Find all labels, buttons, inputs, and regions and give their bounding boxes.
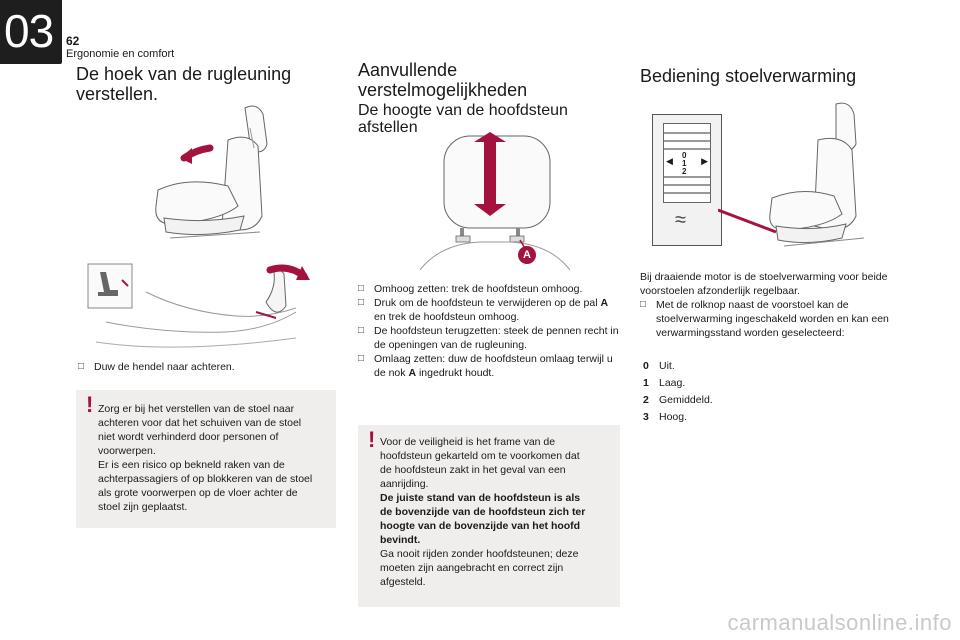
- list-item: 2 Gemiddeld.: [643, 392, 843, 409]
- seat-recline-illustration: [155, 105, 268, 239]
- level-label: Uit.: [659, 360, 675, 372]
- warning-line: Ga nooit rijden zonder hoofdsteunen; dez…: [380, 548, 579, 560]
- list-item: □ Druk om de hoofdsteun te verwijderen o…: [358, 296, 620, 324]
- level-number: 2: [643, 394, 649, 406]
- callout-a-badge: A: [518, 246, 536, 264]
- bullet-text-before: Omlaag zetten: duw de hoofdsteun omlaag …: [374, 353, 613, 379]
- dial-number: 1: [682, 159, 687, 168]
- warning-line-bold: hoogte van de bovenzijde van het hoofd: [380, 520, 581, 532]
- level-number: 1: [643, 377, 649, 389]
- heated-seat-illustration: [718, 102, 865, 247]
- heating-dial: 0 1 2 ◀ ▶: [663, 123, 711, 203]
- warning-line: stoel zijn geplaatst.: [98, 501, 188, 513]
- warning-icon: !: [368, 427, 376, 452]
- recline-warning-box: ! Zorg er bij het verstellen van de stoe…: [76, 390, 336, 528]
- seat-heating-icon: ≈: [675, 209, 686, 231]
- warning-line: voorwerpen.: [98, 445, 156, 457]
- watermark: carmanualsonline.info: [727, 610, 952, 635]
- seat-heating-heading: Bediening stoelverwarming: [640, 66, 857, 86]
- warning-line: niet wordt verhinderd door personen of: [98, 431, 279, 443]
- bullet-text-after: en trek de hoofdsteun omhoog.: [374, 311, 520, 323]
- list-item: □ De hoofdsteun terugzetten: steek de pe…: [358, 324, 620, 352]
- level-number: 0: [643, 360, 649, 372]
- warning-line-bold: De juiste stand van de hoofdsteun is als: [380, 492, 581, 504]
- bullet-marker: □: [640, 299, 647, 310]
- bullet-marker: □: [358, 353, 365, 364]
- bullet-bold: A: [600, 297, 609, 309]
- bullet-text: Omhoog zetten: trek de hoofdsteun omhoog…: [374, 283, 583, 295]
- list-item: 0 Uit.: [643, 358, 843, 375]
- recline-bullet-text: Duw de hendel naar achteren.: [94, 361, 235, 373]
- warning-line: Voor de veiligheid is het frame van de: [380, 436, 556, 448]
- bullet-text: Omlaag zetten: duw de hoofdsteun omlaag …: [374, 352, 620, 380]
- level-number: 3: [643, 411, 649, 423]
- headrest-heading: De hoogte van de hoofdsteun afstellen: [358, 102, 568, 136]
- recline-heading: De hoek van de rugleuning verstellen.: [76, 64, 292, 104]
- bullet-bold: A: [408, 367, 417, 379]
- headrest-warning-box: ! Voor de veiligheid is het frame van de…: [358, 425, 620, 607]
- extra-adjustments-heading: Aanvullende verstelmogelijkheden: [358, 60, 528, 100]
- warning-line: Zorg er bij het verstellen van de stoel …: [98, 403, 295, 415]
- list-item: 3 Hoog.: [643, 409, 843, 426]
- page-number: 62: [66, 34, 80, 48]
- warning-icon: !: [86, 392, 94, 417]
- level-label: Laag.: [659, 377, 686, 389]
- bullet-text: Druk om de hoofdsteun te verwijderen op …: [374, 296, 620, 324]
- list-item: □ Omhoog zetten: trek de hoofdsteun omho…: [358, 282, 620, 296]
- arrow-left-icon: ◀: [666, 156, 673, 166]
- warning-line: achteren voor dat het schuiven van de st…: [98, 417, 302, 429]
- chapter-title: Ergonomie en comfort: [66, 48, 175, 60]
- warning-line: aanrijding.: [380, 478, 429, 490]
- bullet-text-before: Druk om de hoofdsteun te verwijderen op …: [374, 297, 598, 309]
- bullet-marker: □: [78, 361, 85, 372]
- seat-heating-bullet: □ Met de rolknop naast de voorstoel kan …: [640, 298, 910, 340]
- bullet-marker: □: [358, 297, 365, 308]
- dial-number: 0: [682, 151, 687, 160]
- lever-illustration: [87, 263, 310, 348]
- bullet-text-after: ingedrukt houdt.: [416, 367, 495, 379]
- warning-line: Er is een risico op bekneld raken van de: [98, 459, 285, 471]
- heating-dial-panel: 0 1 2 ◀ ▶ ≈: [652, 114, 722, 246]
- warning-line: moeten zijn aangebracht en correct zijn: [380, 562, 564, 574]
- warning-line: achterpassagiers of op blokkeren van de …: [98, 473, 313, 485]
- level-label: Gemiddeld.: [659, 394, 713, 406]
- seat-heating-intro: Bij draaiende motor is de stoelverwarmin…: [640, 271, 888, 297]
- headrest-illustration: [420, 132, 570, 271]
- recline-bullet: □ Duw de hendel naar achteren.: [78, 360, 328, 374]
- heating-level-list: 0 Uit. 1 Laag. 2 Gemiddeld. 3 Hoog.: [643, 358, 843, 426]
- warning-line: hoofdsteun gekarteld om te voorkomen dat: [380, 450, 580, 462]
- warning-line-bold: bevindt.: [380, 534, 421, 546]
- headrest-bullets: □ Omhoog zetten: trek de hoofdsteun omho…: [358, 282, 620, 380]
- chapter-number: 03: [4, 5, 54, 57]
- bullet-text: De hoofdsteun terugzetten: steek de penn…: [374, 325, 619, 351]
- warning-line: afgesteld.: [380, 576, 426, 588]
- headrest-warning-text: Voor de veiligheid is het frame van de h…: [380, 435, 616, 589]
- recline-warning-text: Zorg er bij het verstellen van de stoel …: [98, 402, 330, 514]
- bullet-marker: □: [358, 283, 365, 294]
- bullet-marker: □: [358, 325, 365, 336]
- list-item: 1 Laag.: [643, 375, 843, 392]
- dial-number: 2: [682, 167, 687, 176]
- arrow-right-icon: ▶: [701, 156, 708, 166]
- warning-line: de hoofdsteun zakt in het geval van een: [380, 464, 566, 476]
- list-item: □ Omlaag zetten: duw de hoofdsteun omlaa…: [358, 352, 620, 380]
- warning-line-bold: de bovenzijde van de hoofdsteun zich ter: [380, 506, 586, 518]
- bullet-text: Met de rolknop naast de voorstoel kan de…: [656, 299, 889, 339]
- chapter-tab: [0, 0, 62, 64]
- warning-line: als grote voorwerpen op de vloer achter …: [98, 487, 298, 499]
- level-label: Hoog.: [659, 411, 688, 423]
